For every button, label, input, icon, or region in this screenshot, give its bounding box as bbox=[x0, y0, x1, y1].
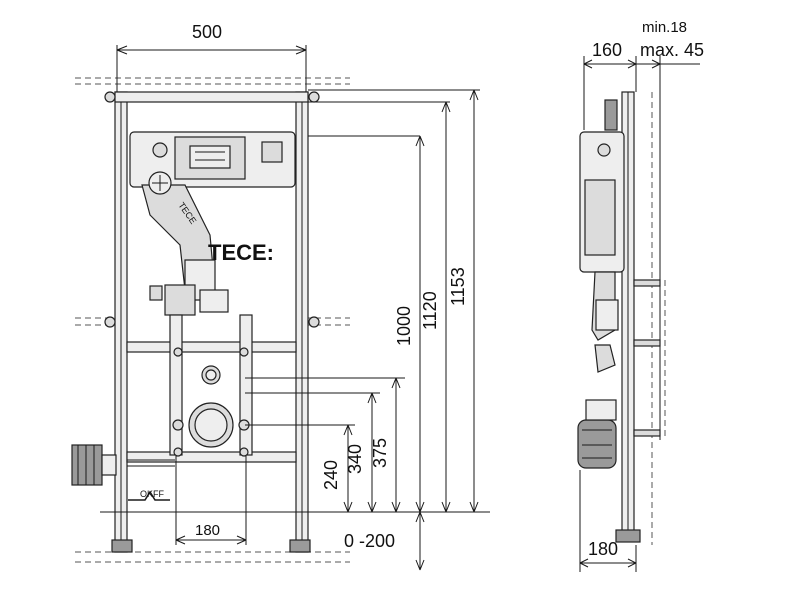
height-240-label: 240 bbox=[321, 460, 341, 490]
side-view bbox=[577, 60, 666, 545]
pipe-spacing-label: 180 bbox=[195, 522, 220, 539]
bottom-depth-label: 180 bbox=[588, 539, 618, 559]
height-dimensions: 240 340 375 1000 1120 1153 0 -200 bbox=[245, 89, 480, 571]
floor-reference: OKFF bbox=[100, 489, 490, 513]
height-340-label: 340 bbox=[345, 444, 365, 474]
supply-connector bbox=[71, 444, 175, 486]
dimension-wall-thickness: min.18 max. 45 bbox=[636, 19, 704, 70]
brand-label: TECE: bbox=[208, 240, 274, 265]
floor-range-label: 0 -200 bbox=[344, 531, 395, 551]
dimension-pipe-spacing: 180 bbox=[175, 455, 247, 545]
dimension-width: 500 bbox=[116, 22, 307, 92]
front-frame bbox=[104, 91, 320, 553]
height-1120-label: 1120 bbox=[420, 291, 440, 330]
flush-pipe: TECE bbox=[141, 171, 229, 316]
dimension-depth: 160 bbox=[583, 40, 637, 130]
wall-max-label: max. 45 bbox=[640, 40, 704, 60]
floor-reference-label: OKFF bbox=[140, 489, 165, 499]
wall-min-label: min.18 bbox=[642, 19, 687, 36]
cistern bbox=[129, 131, 296, 188]
height-1153-label: 1153 bbox=[448, 267, 468, 306]
height-375-label: 375 bbox=[370, 438, 390, 468]
drain-connection bbox=[169, 314, 253, 457]
dimension-bottom-depth: 180 bbox=[579, 470, 637, 572]
depth-label: 160 bbox=[592, 40, 622, 60]
width-label: 500 bbox=[192, 22, 222, 42]
height-1000-label: 1000 bbox=[394, 306, 414, 346]
